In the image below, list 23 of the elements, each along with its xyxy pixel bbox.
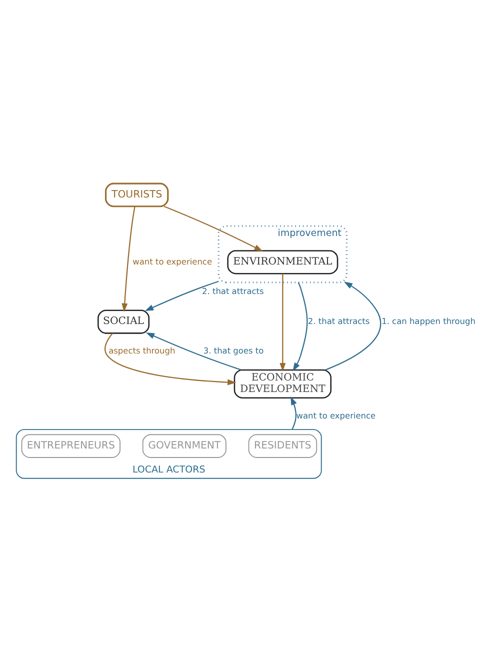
arrow bbox=[325, 281, 382, 370]
node-box: GOVERNMENT bbox=[142, 434, 226, 458]
node-box: SOCIAL bbox=[98, 309, 150, 334]
node-box: ECONOMIC DEVELOPMENT bbox=[234, 368, 332, 398]
arrow bbox=[146, 332, 242, 370]
edge-label: aspects through bbox=[108, 345, 176, 356]
node-box: TOURISTS bbox=[104, 182, 169, 207]
edge-label: 2. that attracts bbox=[308, 315, 370, 326]
node-box: ENVIRONMENTAL bbox=[227, 250, 338, 274]
node-box: RESIDENTS bbox=[248, 434, 318, 458]
edge-label: 1. can happen through bbox=[382, 315, 476, 326]
arrow bbox=[292, 282, 308, 371]
arrow bbox=[280, 273, 286, 372]
edge-label: want to experience bbox=[132, 256, 212, 266]
arrow bbox=[290, 396, 297, 430]
edge-label: want to experience bbox=[296, 410, 376, 420]
arrow bbox=[122, 206, 136, 312]
edge-label: 3. that goes to bbox=[203, 345, 264, 356]
arrow bbox=[144, 280, 219, 311]
edge-label: 2. that attracts bbox=[202, 286, 264, 296]
arrow bbox=[104, 332, 236, 385]
node-box: ENTREPRENEURS bbox=[21, 434, 120, 458]
arrow bbox=[164, 205, 263, 251]
